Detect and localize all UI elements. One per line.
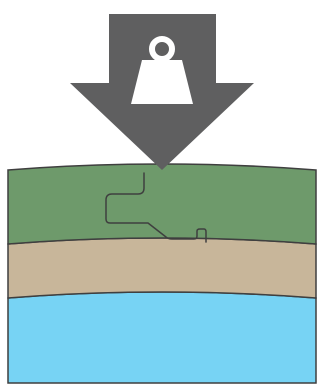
crack-line — [105, 172, 207, 243]
middle-layer — [7, 237, 317, 299]
water-layer — [7, 291, 317, 384]
weight-icon — [131, 36, 193, 104]
top-layer — [7, 163, 317, 245]
